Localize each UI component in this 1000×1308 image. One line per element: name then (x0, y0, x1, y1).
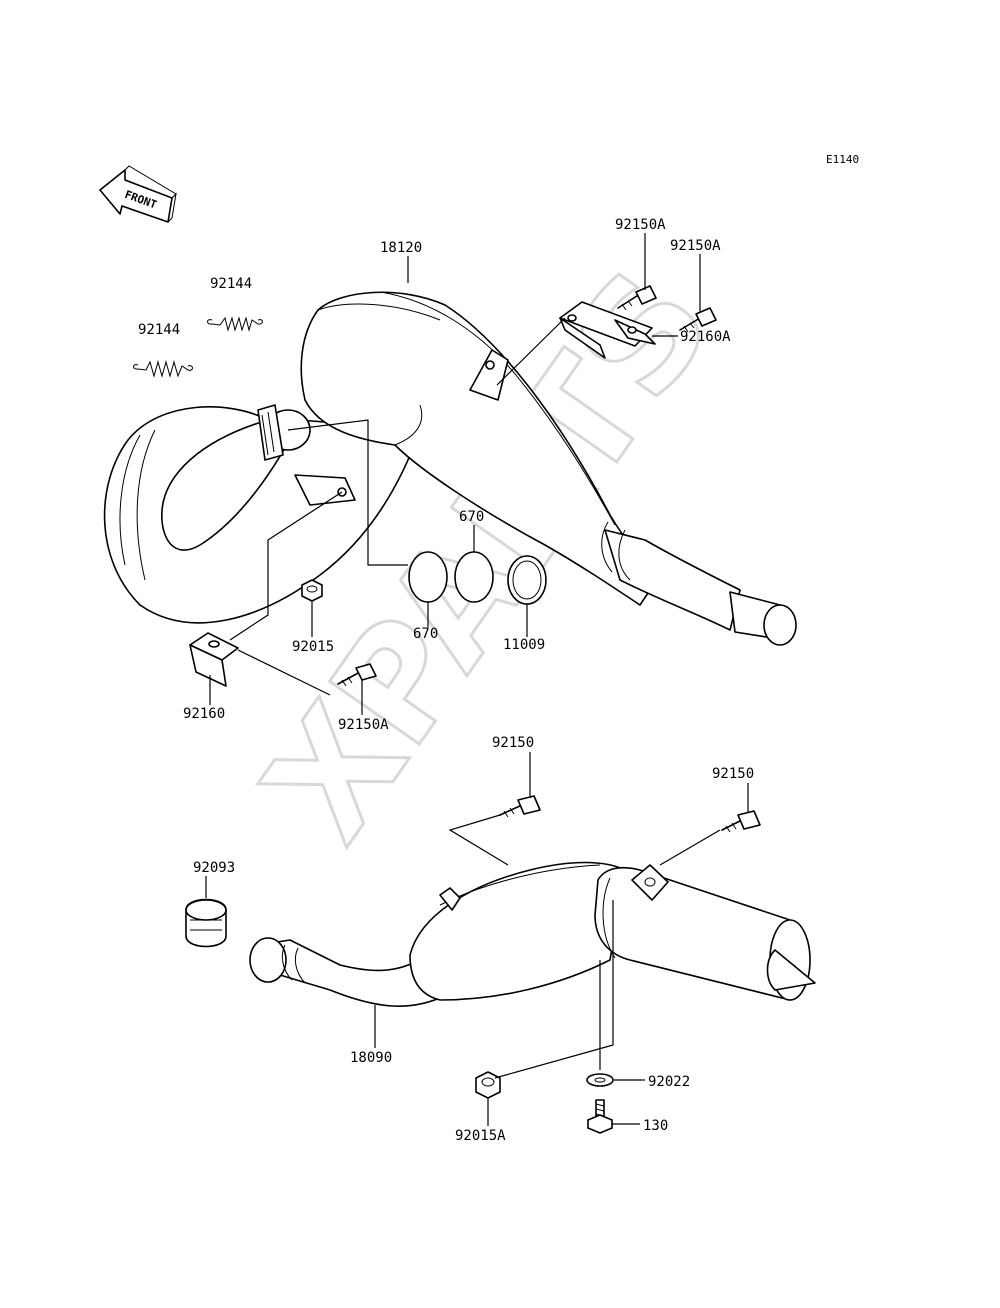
gasket-11009 (507, 555, 547, 605)
collar-92093 (185, 898, 227, 948)
label-92144-1: 92144 (210, 276, 252, 292)
washer-92022 (586, 1073, 614, 1087)
spring-92144-lower (133, 360, 193, 378)
label-92144-2: 92144 (138, 322, 180, 338)
label-92150a-2: 92150A (670, 238, 721, 254)
bolt-130 (587, 1099, 613, 1134)
bolt-92150a-upper-right (679, 307, 717, 333)
diagram-code: E1140 (826, 153, 859, 166)
label-92160a: 92160A (680, 329, 731, 345)
label-11009: 11009 (503, 637, 545, 653)
bolt-92150-left (499, 795, 541, 818)
label-92150-1: 92150 (492, 735, 534, 751)
label-18090: 18090 (350, 1050, 392, 1066)
o-ring-670-right (454, 551, 494, 603)
o-ring-670-left (408, 551, 448, 603)
label-92150a-3: 92150A (338, 717, 389, 733)
label-92150a-1: 92150A (615, 217, 666, 233)
silencer-18090 (249, 861, 816, 1007)
bolt-92150-right (721, 810, 761, 833)
nut-92015 (301, 579, 323, 602)
label-92093: 92093 (193, 860, 235, 876)
label-92150-2: 92150 (712, 766, 754, 782)
spring-92144-upper (207, 316, 263, 332)
label-670-bottom: 670 (413, 626, 438, 642)
bracket-92160 (189, 632, 239, 687)
label-92015a: 92015A (455, 1128, 506, 1144)
label-130: 130 (643, 1118, 668, 1134)
label-92160: 92160 (183, 706, 225, 722)
front-arrow-icon: FRONT (99, 165, 177, 223)
label-92022: 92022 (648, 1074, 690, 1090)
label-670-top: 670 (459, 509, 484, 525)
bolt-92150a-lower (337, 663, 377, 687)
nut-92015a (475, 1071, 501, 1099)
label-92015: 92015 (292, 639, 334, 655)
leader-lines (205, 233, 749, 1126)
exhaust-pipe-18120 (103, 291, 797, 646)
bracket-92160a (559, 301, 656, 359)
label-18120: 18120 (380, 240, 422, 256)
